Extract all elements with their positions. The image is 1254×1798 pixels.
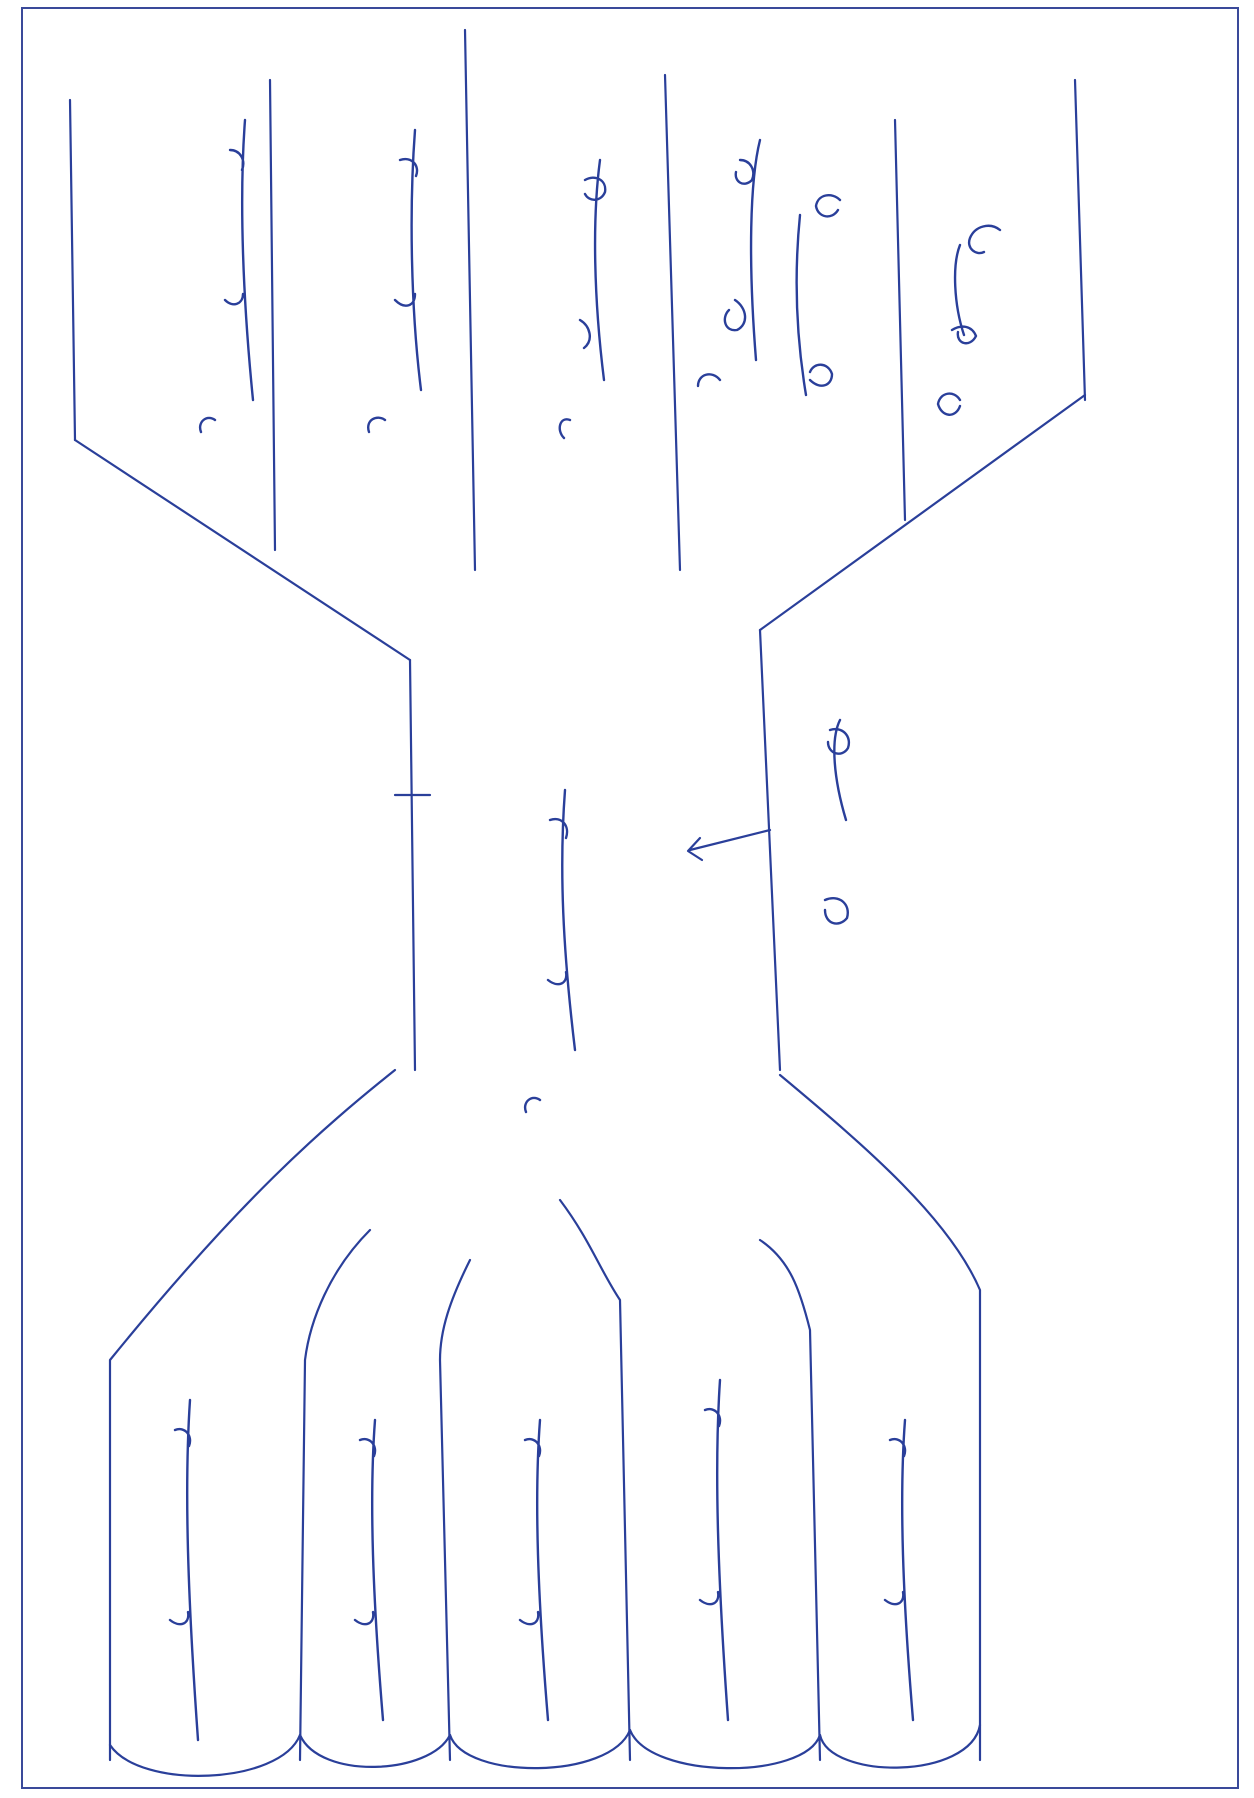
cause-line-2 xyxy=(893,118,907,522)
script-lower-1 xyxy=(883,1418,915,1722)
arrow-head xyxy=(686,836,704,862)
branch-bottom-1 xyxy=(818,1723,982,1769)
branch-bottom-3 xyxy=(448,1728,632,1770)
script-upper-2 xyxy=(795,194,842,397)
script-lower-2 xyxy=(698,1378,730,1722)
script-upper-3 xyxy=(696,138,762,388)
branch-line-5 xyxy=(108,1068,397,1762)
body-left-edge xyxy=(408,658,417,1072)
branch-bottom-2 xyxy=(628,1728,822,1770)
arrow-shaft xyxy=(688,828,772,852)
script-lower-4 xyxy=(353,1418,385,1722)
cause-line-3 xyxy=(663,73,682,572)
script-center-2 xyxy=(523,788,577,1114)
central-body xyxy=(393,628,782,1072)
upper-cause-lines xyxy=(68,28,1087,572)
cause-line-6 xyxy=(68,98,77,442)
script-upper-6 xyxy=(198,118,255,434)
cause-line-4 xyxy=(463,28,477,572)
branch-line-6 xyxy=(298,1228,372,1762)
script-upper-1 xyxy=(936,224,1002,416)
handwritten-script xyxy=(168,118,1002,1742)
cause-line-1 xyxy=(1073,78,1087,402)
funnel-left-diagonal xyxy=(73,438,412,662)
page-frame xyxy=(21,7,1239,1789)
body-right-edge xyxy=(758,628,782,1072)
branch-line-2 xyxy=(758,1238,822,1762)
script-lower-3 xyxy=(518,1418,550,1722)
branch-bottom-5 xyxy=(108,1733,302,1777)
lower-effect-branches xyxy=(108,1068,982,1777)
branch-line-1 xyxy=(778,1073,982,1762)
cause-line-5 xyxy=(268,78,277,552)
script-upper-4 xyxy=(558,158,607,440)
branch-line-4 xyxy=(438,1258,472,1762)
script-center-1 xyxy=(823,718,851,925)
branch-line-3 xyxy=(558,1198,632,1762)
funnel-right-diagonal xyxy=(758,393,1087,632)
script-upper-5 xyxy=(367,128,423,434)
script-lower-5 xyxy=(168,1398,200,1742)
branch-bottom-4 xyxy=(298,1733,452,1768)
